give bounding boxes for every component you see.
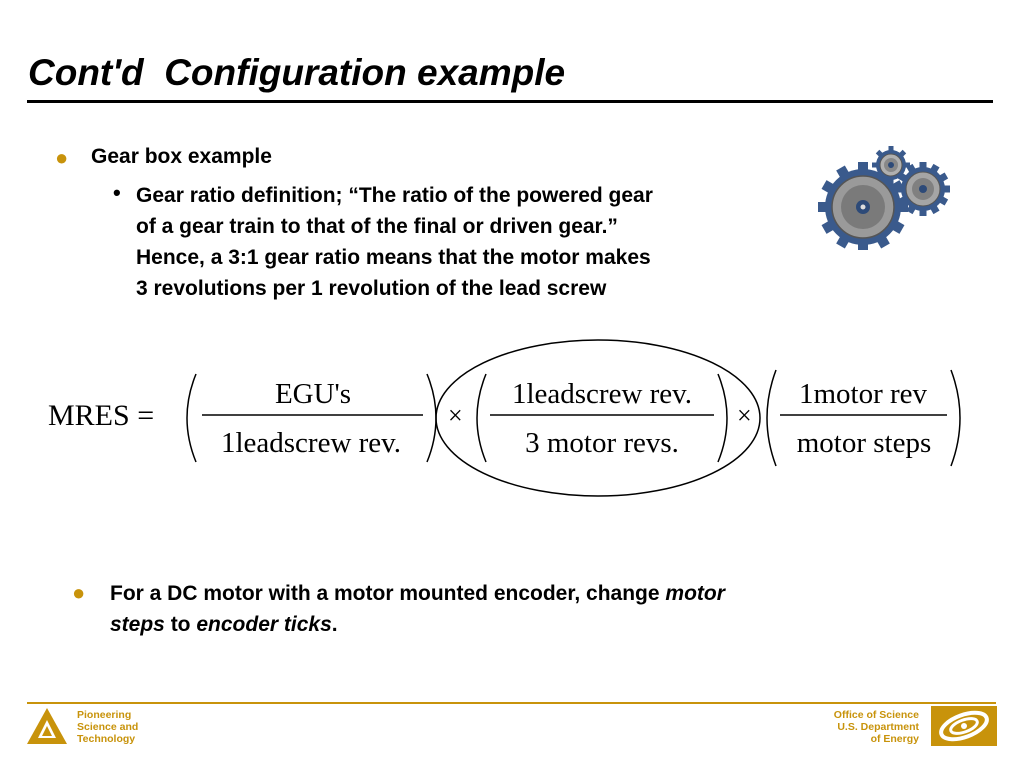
equation-lhs: MRES = xyxy=(48,399,154,432)
left-paren xyxy=(476,373,487,463)
times-sign-1: × xyxy=(448,401,463,430)
doe-logo-icon xyxy=(931,706,997,746)
fraction3-numerator: 1motor rev xyxy=(799,378,928,410)
footer-right-text: Office of Science U.S. Department of Ene… xyxy=(834,709,919,745)
fraction1-numerator: EGU's xyxy=(275,378,351,410)
sub-bullet-dot-icon: • xyxy=(113,180,121,205)
bullet-dc-motor: For a DC motor with a motor mounted enco… xyxy=(110,578,910,640)
bullet-dot-icon: ● xyxy=(72,580,86,605)
mres-equation: MRES = EGU's 1leadscrew rev. × 1leadscre… xyxy=(48,339,961,497)
page-title: Cont'd Configuration example xyxy=(28,52,566,93)
footer-left-line: Science and xyxy=(77,721,139,733)
footer-right-line: Office of Science xyxy=(833,709,919,721)
sub-bullet-line: of a gear train to that of the final or … xyxy=(136,215,618,238)
left-paren xyxy=(186,373,197,463)
right-paren xyxy=(950,369,961,467)
left-paren xyxy=(766,369,777,467)
times-sign-2: × xyxy=(737,401,752,430)
bullet-dot-icon: ● xyxy=(55,145,69,170)
footer-left-line: Pioneering xyxy=(77,709,132,721)
right-paren xyxy=(717,373,728,463)
dc-motor-emphasis-1b: steps xyxy=(110,613,165,636)
highlight-ellipse xyxy=(435,339,761,497)
dc-motor-text-3: . xyxy=(331,613,338,636)
sub-bullet-line: Gear ratio definition; “The ratio of the… xyxy=(136,184,653,207)
gears-clipart-icon xyxy=(818,146,950,250)
fraction1-denominator: 1leadscrew rev. xyxy=(221,427,401,459)
dc-motor-text-1: For a DC motor with a motor mounted enco… xyxy=(110,582,666,605)
dc-motor-emphasis-2: encoder ticks xyxy=(196,613,332,636)
argonne-logo-icon xyxy=(27,708,67,744)
footer-left-text: Pioneering Science and Technology xyxy=(77,709,138,745)
footer-right-line: of Energy xyxy=(870,733,919,745)
sub-bullet-gear-ratio: Gear ratio definition; “The ratio of the… xyxy=(136,180,776,304)
right-paren xyxy=(426,373,437,463)
footer-right-line: U.S. Department xyxy=(837,721,919,733)
dc-motor-text-2: to xyxy=(164,613,197,636)
sub-bullet-line: 3 revolutions per 1 revolution of the le… xyxy=(136,277,607,300)
sub-bullet-line: Hence, a 3:1 gear ratio means that the m… xyxy=(136,246,651,269)
footer-left-line: Technology xyxy=(77,733,136,745)
fraction3-denominator: motor steps xyxy=(797,427,932,459)
dc-motor-emphasis-1: motor xyxy=(665,582,725,605)
footer-divider xyxy=(27,702,996,704)
fraction2-numerator: 1leadscrew rev. xyxy=(512,378,692,410)
title-divider xyxy=(27,100,993,103)
bullet-gear-box: Gear box example xyxy=(91,145,272,168)
fraction2-denominator: 3 motor revs. xyxy=(525,427,679,459)
